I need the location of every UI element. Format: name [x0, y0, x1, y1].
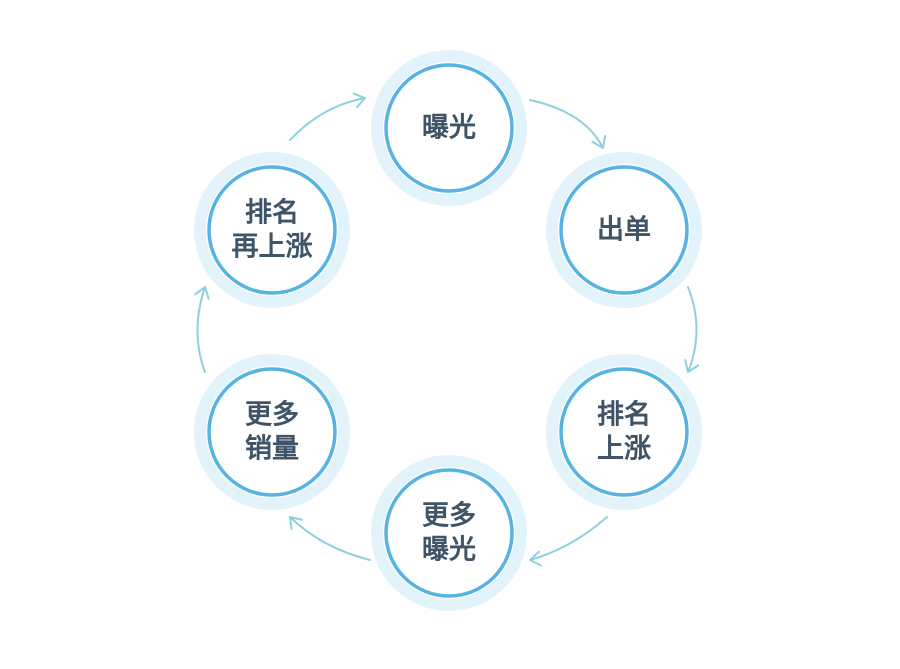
node-label: 曝光: [422, 535, 476, 566]
node-label: 上涨: [597, 434, 651, 465]
cycle-arrow: [289, 516, 371, 561]
node-halo: [194, 152, 350, 308]
node-label: 出单: [597, 215, 651, 246]
node-halo: [371, 50, 527, 206]
node-circle: [207, 367, 337, 497]
arrow-head-icon: [194, 286, 210, 300]
node-label: 更多: [245, 400, 299, 431]
cycle-arrow: [289, 92, 366, 141]
cycle-arrow: [684, 286, 700, 373]
node-circle: [384, 63, 514, 193]
arrow-head-icon: [529, 550, 542, 567]
arrow-head-icon: [684, 359, 700, 373]
node-circle: [384, 468, 514, 598]
node-label: 更多: [422, 501, 476, 532]
node-halo: [371, 455, 527, 611]
node-label: 排名: [245, 197, 299, 229]
cycle-arrow: [194, 286, 210, 373]
node-halo: [546, 354, 702, 510]
node-halo: [546, 152, 702, 308]
arrows-layer: [194, 92, 700, 567]
node-halo: [194, 354, 350, 510]
node-circle: [207, 165, 337, 295]
node-label: 曝光: [422, 113, 476, 144]
arrow-head-icon: [591, 134, 607, 149]
node-label: 再上涨: [232, 232, 313, 263]
arrow-head-icon: [352, 92, 366, 109]
cycle-arrow: [529, 99, 607, 149]
node-circle: [559, 165, 689, 295]
node-circle: [559, 367, 689, 497]
cycle-arrow: [529, 516, 608, 567]
cycle-node-exposure: 曝光: [371, 50, 527, 206]
cycle-node-orders: 出单: [546, 152, 702, 308]
node-label: 排名: [597, 399, 651, 431]
arrow-head-icon: [289, 516, 303, 531]
node-label: 销量: [245, 434, 299, 465]
